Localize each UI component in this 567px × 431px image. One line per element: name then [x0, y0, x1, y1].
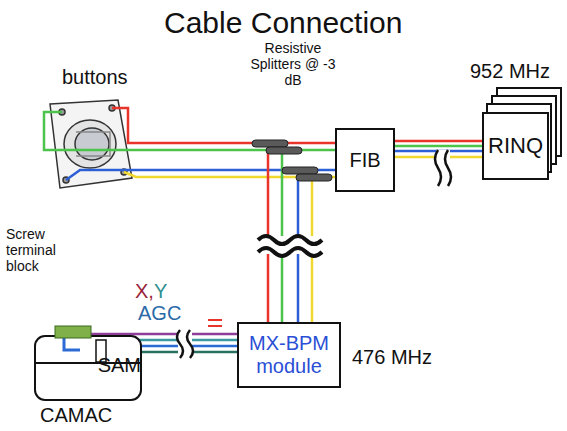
screw-terminal-block — [55, 326, 91, 338]
component-note: Resistive Splitters @ -3 dB — [250, 40, 336, 88]
part-name: CAMAC — [40, 404, 112, 427]
node-text: FIB — [349, 149, 380, 172]
resistive-splitter — [252, 140, 332, 181]
process-box: FIB — [335, 128, 395, 192]
part-name: buttons — [62, 66, 128, 89]
button-pickup — [50, 100, 132, 188]
cable-break — [258, 236, 322, 256]
part-name: Screw terminal block — [6, 226, 76, 274]
cable-break — [177, 330, 193, 358]
signal-name: X, — [135, 280, 154, 303]
node-text: RINQ — [488, 133, 543, 159]
crate-module: SAM — [35, 336, 141, 400]
camac-crate — [35, 336, 141, 400]
signal-name: Y — [154, 280, 167, 303]
button-wires — [44, 108, 335, 180]
equals-symbol — [208, 320, 222, 326]
diagram-title: Cable Connection — [164, 6, 403, 41]
node-text: MX-BPM module — [246, 332, 332, 378]
module-box: MX-BPM module — [237, 322, 341, 388]
signal-name: AGC — [138, 302, 181, 325]
process-box: RINQ — [482, 112, 549, 180]
frequency-label: 476 MHz — [352, 346, 432, 369]
cable-break — [435, 150, 451, 186]
node-text: SAM — [98, 354, 141, 377]
frequency-label: 952 MHz — [470, 60, 550, 83]
